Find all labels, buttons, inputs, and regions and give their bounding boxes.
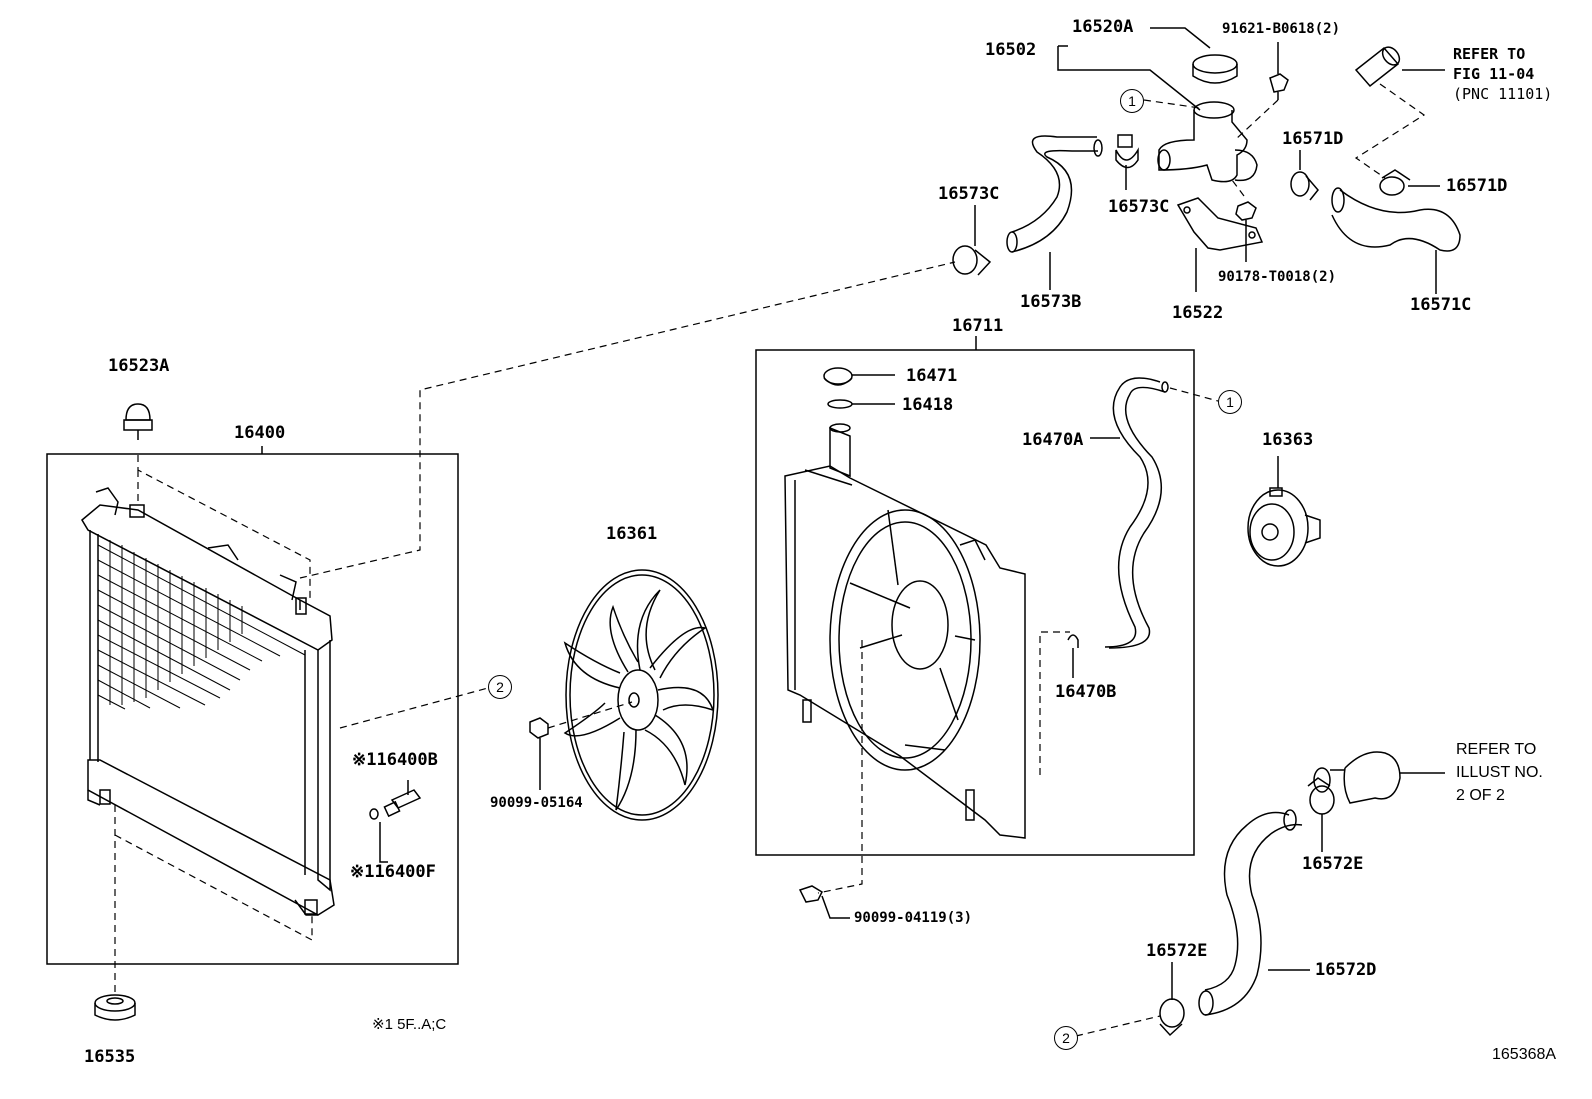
part-label-16400B: ※116400B: [352, 750, 438, 770]
screw-90099-04119-drawing: [798, 885, 850, 919]
part-label-16400F: ※116400F: [350, 862, 436, 882]
part-label-16573B: 16573B: [1020, 292, 1082, 312]
pipe-ref-fig-drawing: [1354, 46, 1445, 88]
callout-1-right: 1: [1218, 390, 1242, 414]
radiator-assembly-box: [46, 453, 459, 965]
part-label-16502: 16502: [985, 40, 1037, 60]
overflow-hose-16470A-drawing: [1090, 377, 1169, 649]
bracket-16522-drawing: [1176, 197, 1264, 292]
reference-illust-line1: REFER TO: [1456, 741, 1537, 758]
radiator-cap-16520A-drawing: [1192, 54, 1238, 84]
part-label-16571D-a: 16571D: [1282, 129, 1344, 149]
part-label-16470A: 16470A: [1022, 430, 1084, 450]
part-label-16535: 16535: [84, 1047, 136, 1067]
clamp-16572E-top-drawing: [1307, 777, 1335, 852]
water-outlet-16502-drawing: [1157, 101, 1258, 183]
callout-1-top: 1: [1120, 89, 1144, 113]
nut-90178-drawing: [1235, 201, 1257, 262]
thermostat-housing-drawing: [1313, 751, 1445, 804]
reference-fig-line2: FIG 11-04: [1453, 65, 1535, 83]
callout-2-left: 2: [488, 675, 512, 699]
part-label-90099-05164: 90099-05164: [490, 795, 583, 811]
upper-hose-16573B-drawing: [1006, 135, 1103, 290]
clamp-16572E-bot-drawing: [1159, 962, 1185, 1037]
radiator-drawing: [81, 487, 335, 916]
clamp-16571D-a-drawing: [1290, 150, 1319, 201]
part-label-16572D: 16572D: [1315, 960, 1377, 980]
reference-fig-11-04: REFER TO FIG 11-04 (PNC 11101): [1453, 44, 1552, 104]
bolt-91621-drawing: [1269, 42, 1289, 100]
reference-fig-line3: (PNC 11101): [1453, 85, 1553, 103]
cap-16523A-drawing: [123, 403, 153, 440]
part-label-16363: 16363: [1262, 430, 1314, 450]
part-label-16520A: 16520A: [1072, 17, 1134, 37]
part-label-16418: 16418: [902, 395, 954, 415]
applicability-note: ※1 5F..A;C: [372, 1016, 447, 1033]
drain-cock-drawing: [369, 780, 422, 863]
part-label-16572E-bot: 16572E: [1146, 941, 1208, 961]
part-label-16573C-mid: 16573C: [1108, 197, 1170, 217]
clamp-16573C-left-drawing: [952, 205, 992, 276]
clamp-16573C-mid-drawing: [1115, 134, 1139, 190]
callout-2-bottom: 2: [1054, 1026, 1078, 1050]
part-label-16571C: 16571C: [1410, 295, 1472, 315]
part-label-16572E-top: 16572E: [1302, 854, 1364, 874]
part-label-16711: 16711: [952, 316, 1004, 336]
part-label-16523A: 16523A: [108, 356, 170, 376]
part-label-90099-04119: 90099-04119(3): [854, 910, 973, 926]
part-label-16573C-left: 16573C: [938, 184, 1000, 204]
oring-16418-drawing: [827, 399, 895, 409]
part-label-90178-T0018: 90178-T0018(2): [1218, 269, 1337, 285]
hose-16571C-drawing: [1331, 187, 1461, 294]
fan-shroud-drawing: [784, 423, 1026, 839]
cap-16471-drawing: [823, 367, 895, 386]
reference-fig-line1: REFER TO: [1453, 45, 1526, 63]
reference-illust-line3: 2 OF 2: [1456, 787, 1505, 804]
fan-motor-16363-drawing: [1247, 456, 1321, 567]
part-label-16471: 16471: [906, 366, 958, 386]
part-label-91621-B0618: 91621-B0618(2): [1222, 21, 1341, 37]
part-label-16470B: 16470B: [1055, 682, 1117, 702]
fan-shroud-assembly-box: [755, 349, 1195, 856]
reference-illust-line2: ILLUST NO.: [1456, 764, 1543, 781]
clamp-16470B-drawing: [1067, 634, 1079, 648]
part-label-16361: 16361: [606, 524, 658, 544]
part-label-16400: 16400: [234, 423, 286, 443]
clamp-16571D-b-drawing: [1379, 169, 1440, 196]
lower-hose-16572D-drawing: [1198, 809, 1310, 1016]
grommet-16535-drawing: [94, 994, 136, 1021]
fan-blade-drawing: [563, 569, 719, 821]
part-label-16522: 16522: [1172, 303, 1224, 323]
reference-illust-2-of-2: REFER TO ILLUST NO. 2 OF 2: [1456, 738, 1543, 807]
part-label-16571D-b: 16571D: [1446, 176, 1508, 196]
illustration-code: 165368A: [1492, 1046, 1557, 1063]
bolt-90099-05164-drawing: [529, 717, 549, 790]
